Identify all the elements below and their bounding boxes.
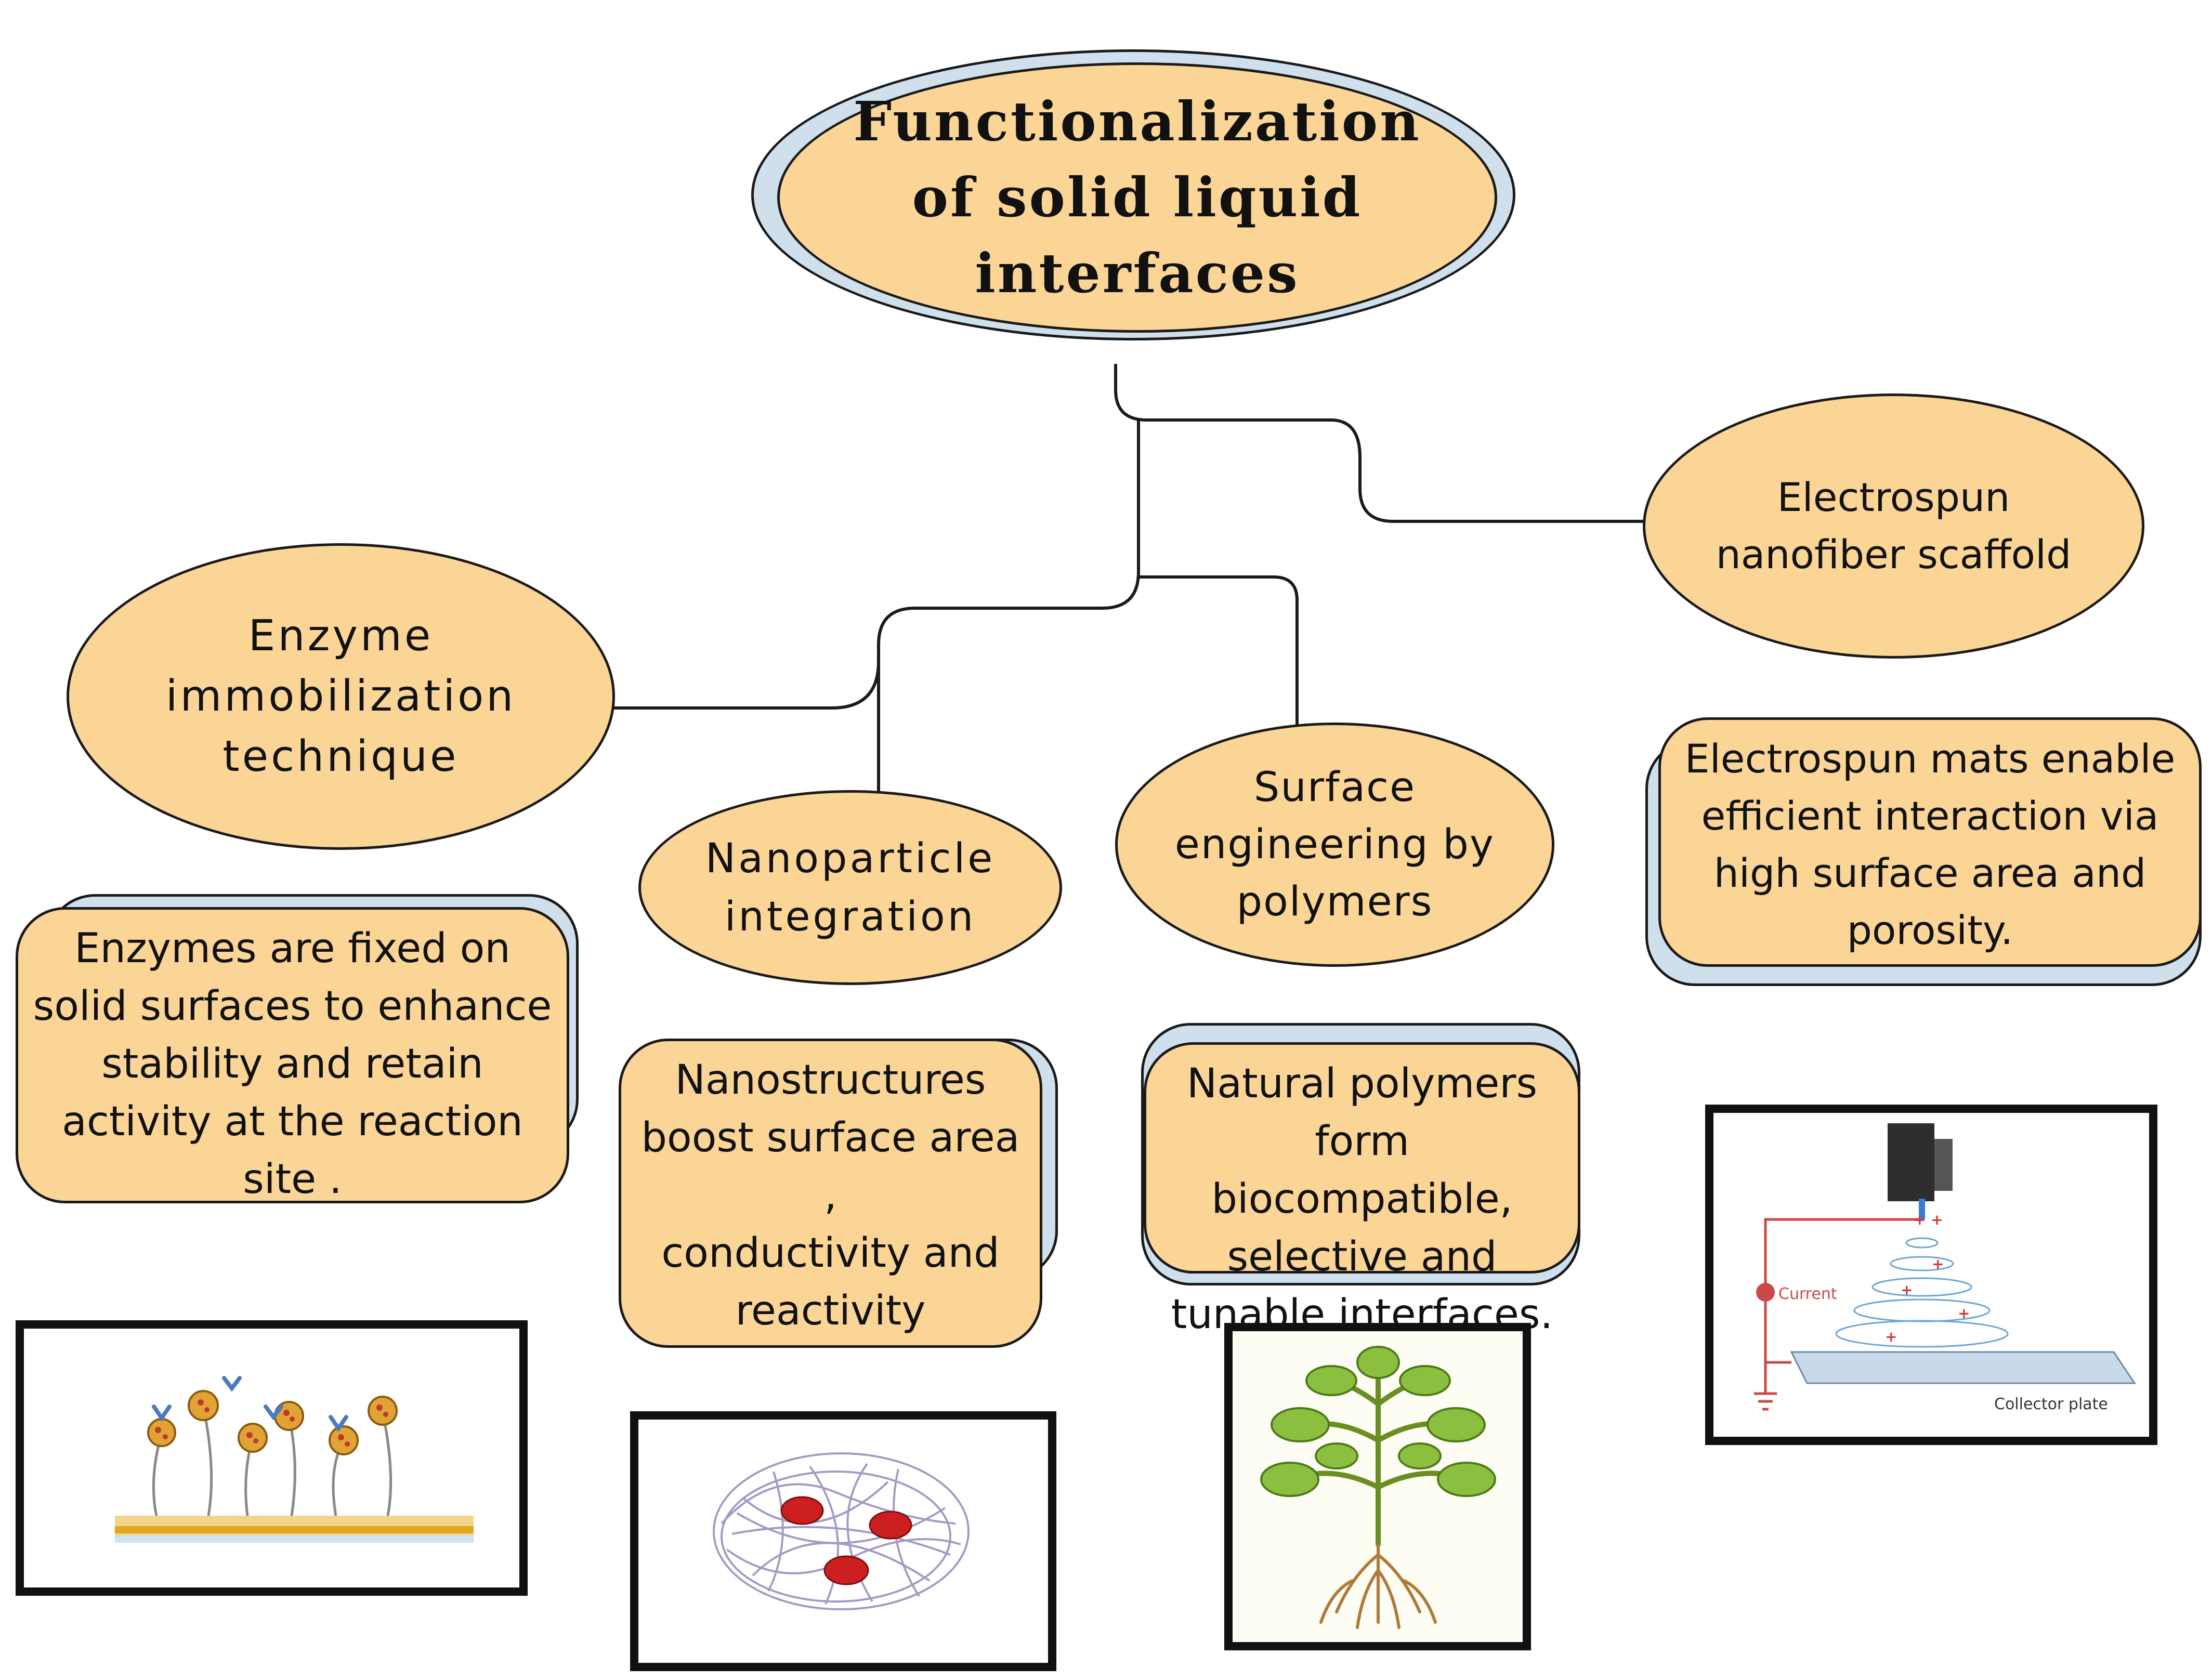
card-nanoparticle: Nanostructures boost surface area , cond… — [619, 1039, 1042, 1348]
connector-to-polymer — [1138, 575, 1299, 725]
svg-text:+: + — [1932, 1255, 1944, 1272]
branch-enzyme-node: Enzyme immobilization technique — [67, 543, 615, 850]
illustration-enzyme-frame — [16, 1320, 528, 1596]
nanoparticle-mesh-illustration — [713, 1452, 970, 1610]
card-polymer-text: Natural polymers form biocompatible, sel… — [1171, 1060, 1553, 1338]
plant-illustration — [1233, 1331, 1523, 1642]
enzyme-immobilization-illustration — [115, 1376, 474, 1543]
svg-text:+ +: + + — [1914, 1211, 1943, 1228]
current-label: Current — [1778, 1285, 1837, 1303]
branch-nanoparticle-label: Nanoparticle integration — [705, 835, 996, 940]
branch-enzyme-label: Enzyme immobilization technique — [165, 611, 516, 781]
card-nanoparticle-text: Nanostructures boost surface area , cond… — [641, 1057, 1020, 1334]
connector-root-trunk — [877, 420, 1140, 806]
illustration-nanoparticle-frame — [630, 1411, 1056, 1671]
root-node: Functionalization of solid liquid interf… — [777, 62, 1497, 333]
branch-polymer-label: Surface engineering by polymers — [1174, 764, 1495, 925]
card-enzyme: Enzymes are fixed on solid surfaces to e… — [16, 907, 569, 1203]
card-electrospun: Electrospun mats enable efficient intera… — [1658, 717, 2202, 967]
card-polymer: Natural polymers form biocompatible, sel… — [1144, 1042, 1580, 1338]
collector-plate-label: Collector plate — [1994, 1395, 2108, 1413]
illustration-plant-frame — [1224, 1323, 1531, 1650]
connector-to-enzyme — [613, 661, 880, 710]
root-node-label: Functionalization of solid liquid interf… — [853, 89, 1421, 305]
branch-polymer-node: Surface engineering by polymers — [1115, 723, 1554, 967]
card-electrospun-text: Electrospun mats enable efficient intera… — [1684, 736, 2176, 953]
branch-electrospun-label: Electrospun nanofiber scaffold — [1716, 474, 2072, 578]
electrospinning-illustration: Current Collector plate + + + + + + — [1754, 1123, 2136, 1413]
branch-electrospun-node: Electrospun nanofiber scaffold — [1643, 393, 2144, 659]
svg-text:+: + — [1958, 1305, 1970, 1322]
card-enzyme-text: Enzymes are fixed on solid surfaces to e… — [33, 925, 552, 1203]
illustration-electrospinning-frame: Current Collector plate + + + + + + — [1705, 1105, 2157, 1445]
connector-root-to-electrospun — [1114, 364, 1648, 523]
svg-text:+: + — [1901, 1281, 1913, 1298]
branch-nanoparticle-node: Nanoparticle integration — [638, 790, 1062, 985]
svg-text:+: + — [1885, 1328, 1897, 1345]
